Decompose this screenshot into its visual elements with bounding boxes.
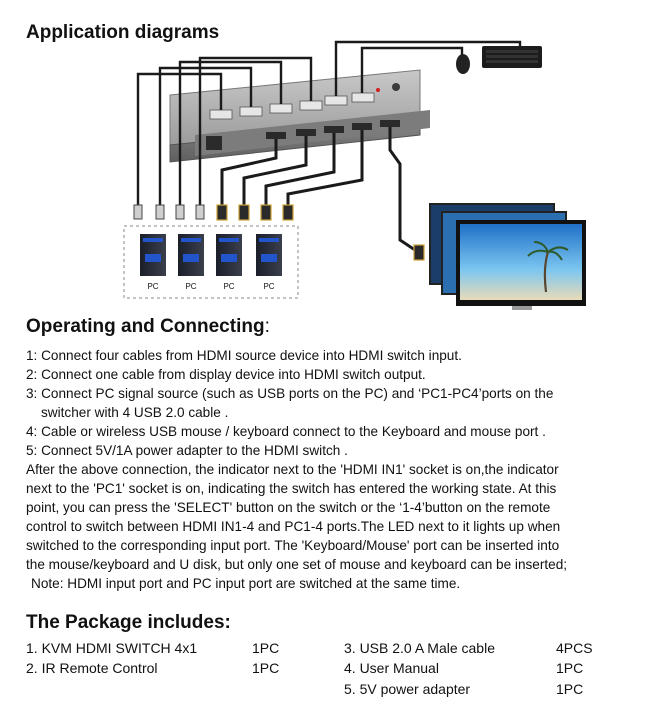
step-item-continued: switcher with 4 USB 2.0 cable . bbox=[41, 405, 229, 420]
step-item: 2: Connect one cable from display device… bbox=[26, 367, 426, 382]
package-qty: 1PC bbox=[556, 660, 584, 676]
paragraph-line: point, you can press the 'SELECT' button… bbox=[26, 500, 551, 515]
pc-towers bbox=[140, 234, 282, 276]
package-item: 5. 5V power adapter bbox=[344, 681, 471, 697]
display-monitor bbox=[456, 220, 586, 310]
note-text: Note: HDMI input port and PC input port … bbox=[31, 576, 461, 591]
pc-label: PC bbox=[223, 282, 234, 291]
application-diagram: PC PC PC PC bbox=[123, 40, 586, 310]
pc-label: PC bbox=[147, 282, 158, 291]
paragraph-line: After the above connection, the indicato… bbox=[26, 462, 559, 477]
package-item: 4. User Manual bbox=[344, 660, 439, 676]
package-item: 3. USB 2.0 A Male cable bbox=[344, 640, 495, 656]
package-qty: 1PC bbox=[252, 640, 280, 656]
step-item: 4: Cable or wireless USB mouse / keyboar… bbox=[26, 424, 546, 439]
application-diagrams-heading: Application diagrams bbox=[26, 22, 220, 43]
hdmi-cables bbox=[220, 127, 419, 254]
paragraph-line: next to the 'PC1' socket is on, indicati… bbox=[26, 481, 557, 496]
step-item: 3: Connect PC signal source (such as USB… bbox=[26, 386, 554, 401]
pc-tower-icon bbox=[178, 234, 204, 276]
pc-tower-icon bbox=[216, 234, 242, 276]
package-qty: 4PCS bbox=[556, 640, 593, 656]
operating-heading-colon: : bbox=[264, 316, 270, 337]
pc-label: PC bbox=[263, 282, 274, 291]
step-item: 1: Connect four cables from HDMI source … bbox=[26, 348, 462, 363]
package-heading: The Package includes: bbox=[26, 612, 231, 633]
paragraph-line: control to switch between HDMI IN1-4 and… bbox=[26, 519, 561, 534]
step-item: 5: Connect 5V/1A power adapter to the HD… bbox=[26, 443, 348, 458]
package-item: 2. IR Remote Control bbox=[26, 660, 158, 676]
package-item: 1. KVM HDMI SWITCH 4x1 bbox=[26, 640, 198, 656]
pc-tower-icon bbox=[140, 234, 166, 276]
mouse-icon bbox=[456, 54, 470, 74]
pc-label: PC bbox=[185, 282, 196, 291]
operating-heading: Operating and Connecting: bbox=[26, 316, 270, 338]
paragraph-line: switched to the corresponding input port… bbox=[26, 538, 560, 553]
operating-heading-text: Operating and Connecting bbox=[26, 316, 265, 337]
package-qty: 1PC bbox=[252, 660, 280, 676]
operating-steps: 1: Connect four cables from HDMI source … bbox=[26, 346, 626, 593]
keyboard-icon bbox=[482, 46, 542, 68]
package-qty: 1PC bbox=[556, 681, 584, 697]
paragraph-line: the mouse/keyboard and U disk, but only … bbox=[26, 557, 568, 572]
pc-tower-icon bbox=[256, 234, 282, 276]
kvm-switch-device bbox=[169, 69, 430, 163]
display-monitors bbox=[429, 203, 586, 310]
